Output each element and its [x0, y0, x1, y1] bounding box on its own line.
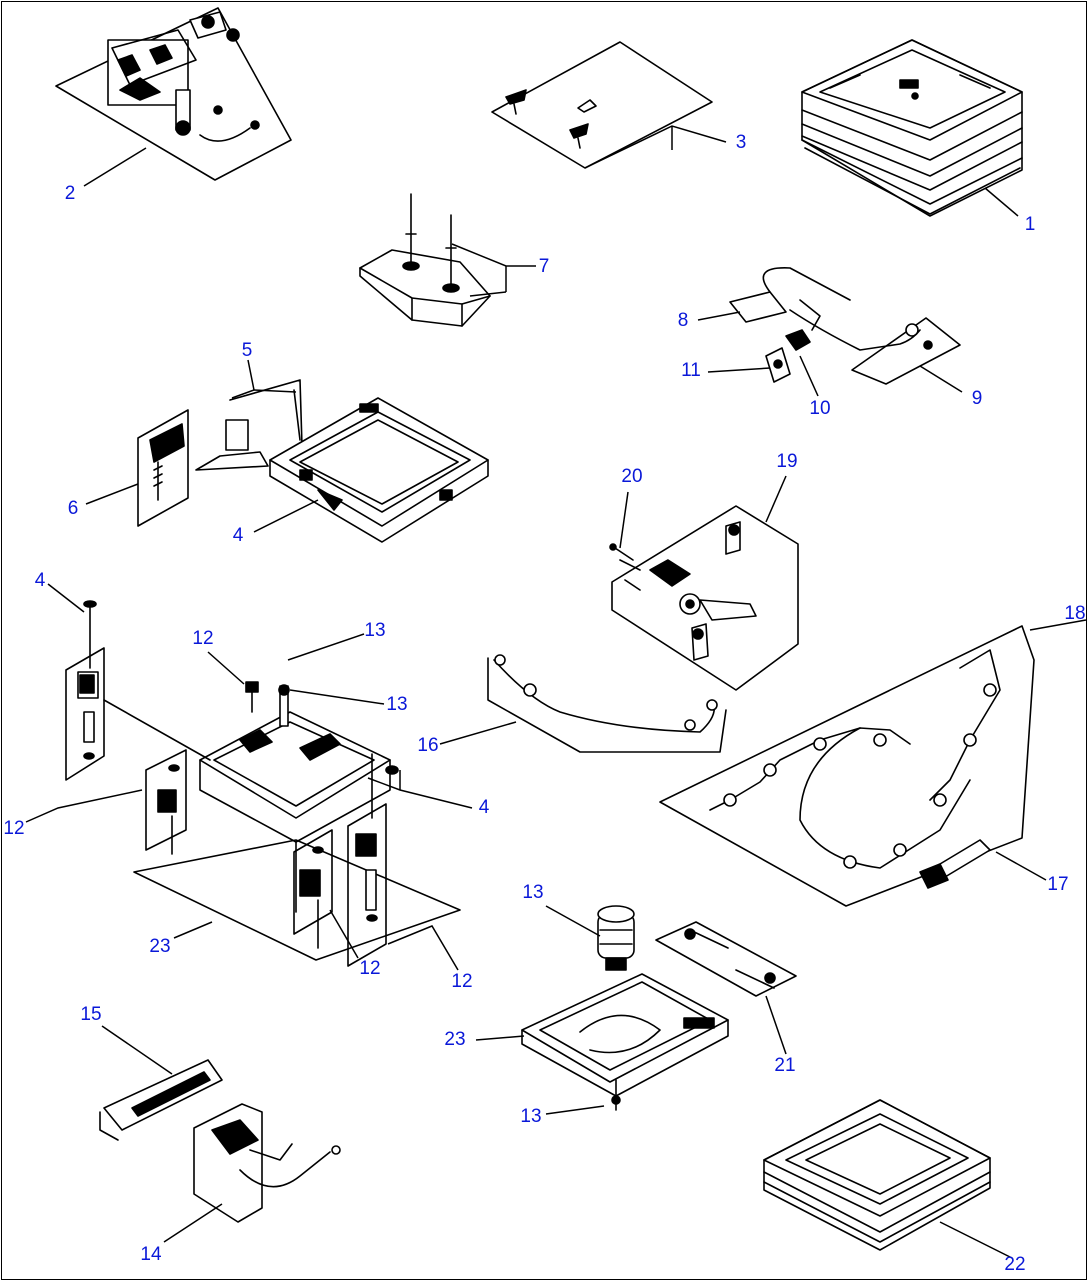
harness-kit — [659, 625, 1035, 907]
cable — [487, 654, 727, 753]
callout-13-screw: 13 — [364, 620, 386, 641]
seat-cushion-assembly — [801, 39, 1023, 217]
callout-6: 6 — [67, 498, 79, 519]
suspension-frame — [269, 397, 489, 543]
wire-harness-connector — [729, 291, 787, 323]
pin — [609, 543, 634, 561]
seat-base-cushion — [763, 1099, 991, 1251]
callout-19: 19 — [776, 451, 798, 472]
callout-20: 20 — [621, 466, 643, 487]
callout-23-assembly: 23 — [149, 936, 171, 957]
callout-9: 9 — [971, 388, 983, 409]
callout-2: 2 — [64, 183, 76, 204]
damper-mount — [347, 753, 399, 967]
callout-10: 10 — [809, 398, 831, 419]
bracket-with-pins — [359, 193, 491, 327]
callout-7: 7 — [538, 256, 550, 277]
callout-1: 1 — [1024, 214, 1036, 235]
screw — [245, 681, 259, 713]
base-plate — [521, 973, 729, 1111]
callout-13-washer: 13 — [386, 694, 408, 715]
spring-assembly — [137, 409, 189, 527]
harness — [919, 863, 949, 889]
spring-kit — [655, 921, 797, 997]
air-spring — [597, 905, 635, 971]
lever-kit — [611, 505, 799, 691]
damper-mount — [65, 600, 105, 781]
callout-16: 16 — [417, 735, 439, 756]
cylinder-rod — [195, 379, 303, 471]
callout-21: 21 — [774, 1055, 796, 1076]
switch — [765, 347, 791, 383]
control-panel-assembly — [55, 7, 292, 181]
callout-8: 8 — [677, 310, 689, 331]
callout-13-airspring: 13 — [522, 882, 544, 903]
callout-11: 11 — [681, 360, 701, 381]
suspension-assembly — [103, 684, 461, 961]
wire-harness — [762, 267, 961, 385]
callout-5: 5 — [241, 340, 253, 361]
callout-12-left: 12 — [3, 818, 25, 839]
callout-4-frame: 4 — [232, 525, 244, 546]
callout-15: 15 — [80, 1004, 102, 1025]
callout-12-bottom-left: 12 — [359, 958, 381, 979]
compressor — [193, 1103, 341, 1223]
callout-4-bolt-left: 4 — [34, 570, 46, 591]
callout-4-bolt-right: 4 — [478, 797, 490, 818]
callout-18: 18 — [1064, 603, 1086, 624]
callout-12-top: 12 — [192, 628, 214, 649]
callout-3: 3 — [735, 132, 747, 153]
callout-22: 22 — [1004, 1254, 1026, 1275]
damper-mount — [145, 749, 187, 855]
cover-plate — [491, 41, 713, 169]
callout-17: 17 — [1047, 874, 1069, 895]
callout-23-plate: 23 — [444, 1029, 466, 1050]
clip — [785, 329, 811, 351]
slide-rail — [99, 1059, 223, 1141]
callout-14: 14 — [140, 1244, 162, 1265]
callout-13-screw-bottom: 13 — [520, 1106, 542, 1127]
leader-lines — [25, 125, 1087, 1259]
callout-12-bottom-right: 12 — [451, 971, 473, 992]
